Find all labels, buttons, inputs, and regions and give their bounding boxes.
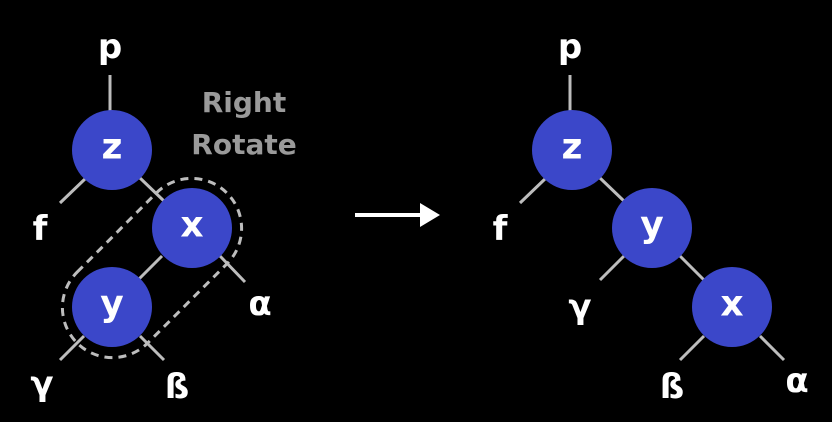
rotation-highlight-outline (60, 176, 244, 360)
subtree-alpha: α (248, 284, 271, 324)
caption-line1: Right (202, 86, 287, 119)
node-z (72, 110, 152, 190)
edge-y-x (678, 254, 707, 283)
edge-x-alpha (218, 254, 247, 284)
node-z-label: z (562, 127, 583, 168)
subtree-gamma: γ (568, 287, 591, 327)
after-tree: z y x p f γ ß α (493, 27, 809, 407)
subtree-alpha: α (785, 361, 808, 401)
edge-z-f (58, 176, 88, 205)
node-y-label: y (100, 284, 123, 325)
edge-x-alpha (758, 334, 786, 362)
edge-x-beta (678, 334, 706, 362)
parent-label: p (98, 27, 122, 67)
edge-z-y (598, 176, 627, 204)
node-y (612, 188, 692, 268)
subtree-f: f (33, 209, 49, 249)
node-x (692, 267, 772, 347)
subtree-gamma: γ (30, 364, 53, 404)
edge-y-gamma (598, 254, 626, 282)
edge-y-beta (138, 334, 166, 362)
parent-label: p (558, 27, 582, 67)
subtree-beta: ß (165, 367, 189, 407)
right-arrow-icon (355, 203, 440, 227)
subtree-beta: ß (660, 367, 684, 407)
node-x (152, 188, 232, 268)
caption-line2: Rotate (191, 128, 296, 161)
edge-y-gamma (58, 334, 86, 362)
edge-z-f (518, 176, 548, 205)
node-z (532, 110, 612, 190)
edge-x-y (136, 254, 164, 282)
node-z-label: z (102, 127, 123, 168)
subtree-f: f (493, 209, 509, 249)
node-y-label: y (640, 205, 663, 246)
node-y (72, 267, 152, 347)
before-tree: z x y p f α γ ß Right Rotate (30, 27, 296, 407)
node-x-label: x (180, 205, 203, 246)
edge-z-x (138, 176, 167, 204)
node-x-label: x (720, 284, 743, 325)
